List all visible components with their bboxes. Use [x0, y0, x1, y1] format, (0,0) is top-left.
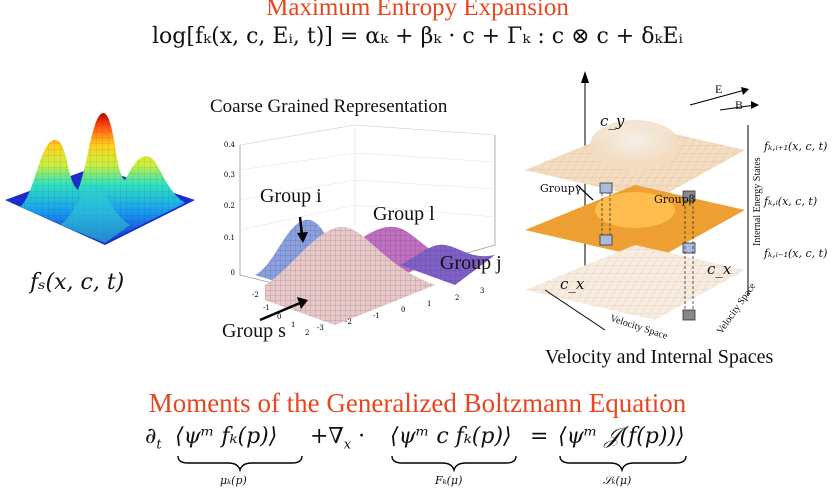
fine-distribution-label: fₛ(x, c, t)	[30, 270, 125, 295]
cx-label-right: c_x	[707, 260, 732, 278]
velocity-internal-diagram	[525, 71, 759, 331]
partial-symbol: ∂	[145, 424, 157, 449]
x-tick: -1	[373, 312, 380, 320]
coarse-grained-title: Coarse Grained Representation	[210, 96, 448, 117]
x-tick: 0	[401, 306, 405, 314]
coarse-grained-plot: 0.4 0.3 0.2 0.1 0 -3 -2 -1 0 1 2 3 -2 -1…	[224, 125, 496, 337]
z-tick: 0.2	[224, 202, 235, 210]
flux-term: ⟨ψᵐ c fₖ(p)⟩	[390, 424, 512, 449]
y-tick: 0	[277, 313, 281, 321]
time-subscript: t	[156, 437, 162, 453]
moment-term: ⟨ψᵐ fₖ(p)⟩	[175, 424, 278, 449]
flux-label: Fₖ(μ)	[435, 474, 463, 487]
y-tick: 1	[291, 321, 295, 329]
time-derivative: ∂t	[145, 424, 162, 452]
underbraces	[177, 455, 687, 473]
group-j-label: Group j	[440, 252, 502, 274]
source-label: 𝒮ₖ(μ)	[603, 474, 632, 487]
y-tick: -1	[263, 304, 270, 312]
moment-equation: ∂t ⟨ψᵐ fₖ(p)⟩ +∇x · ⟨ψᵐ c fₖ(p)⟩ = ⟨ψᵐ 𝒥…	[140, 420, 700, 495]
z-tick: 0	[231, 269, 235, 277]
moments-title: Moments of the Generalized Boltzmann Equ…	[148, 388, 687, 418]
z-tick: 0.4	[224, 141, 236, 149]
moment-label: μₖ(p)	[220, 474, 247, 487]
y-tick: -2	[252, 291, 259, 299]
fine-distribution-surface	[5, 113, 195, 245]
equals-sign: =	[530, 424, 549, 449]
y-tick: 2	[305, 329, 309, 337]
z-tick: 0.3	[224, 171, 235, 179]
x-tick: -2	[345, 318, 352, 326]
x-tick: -3	[317, 324, 324, 332]
f-lower-level-label: fₖ,ᵢ₋₁(x, c, t)	[764, 247, 828, 260]
cy-label: c_y	[600, 112, 625, 130]
group-beta-label: Groupβ	[654, 193, 696, 206]
internal-energy-axis-label: Internal Energy States	[752, 157, 763, 246]
group-i-label: Group i	[260, 185, 322, 207]
z-tick: 0.1	[224, 234, 235, 242]
group-s-label: Group s	[222, 320, 286, 342]
cx-label-left: c_x	[560, 275, 585, 293]
dot-operator: ·	[358, 424, 366, 449]
f-mid-level-label: fₖ,ᵢ(x, c, t)	[764, 195, 818, 208]
expansion-title: Maximum Entropy Expansion	[266, 0, 569, 21]
velocity-internal-title: Velocity and Internal Spaces	[545, 346, 774, 368]
f-upper-level-label: fₖ,ᵢ₊₁(x, c, t)	[764, 140, 828, 153]
x-subscript: x	[343, 437, 352, 453]
x-tick: 3	[480, 287, 484, 295]
plus-nabla: +∇	[310, 424, 344, 449]
x-tick: 1	[427, 300, 431, 308]
b-field-label: B	[735, 98, 744, 112]
collision-term: ⟨ψᵐ 𝒥(f(p))⟩	[558, 424, 685, 449]
group-l-label: Group l	[373, 203, 435, 225]
x-tick: 2	[455, 294, 459, 302]
plus-divergence: +∇x ·	[310, 424, 365, 452]
e-field-label: E	[715, 82, 723, 96]
expansion-equation: log[fₖ(x, c, Eᵢ, t)] = αₖ + βₖ · c + Γₖ …	[152, 24, 683, 49]
group-gamma-label: Groupγ	[540, 182, 582, 195]
